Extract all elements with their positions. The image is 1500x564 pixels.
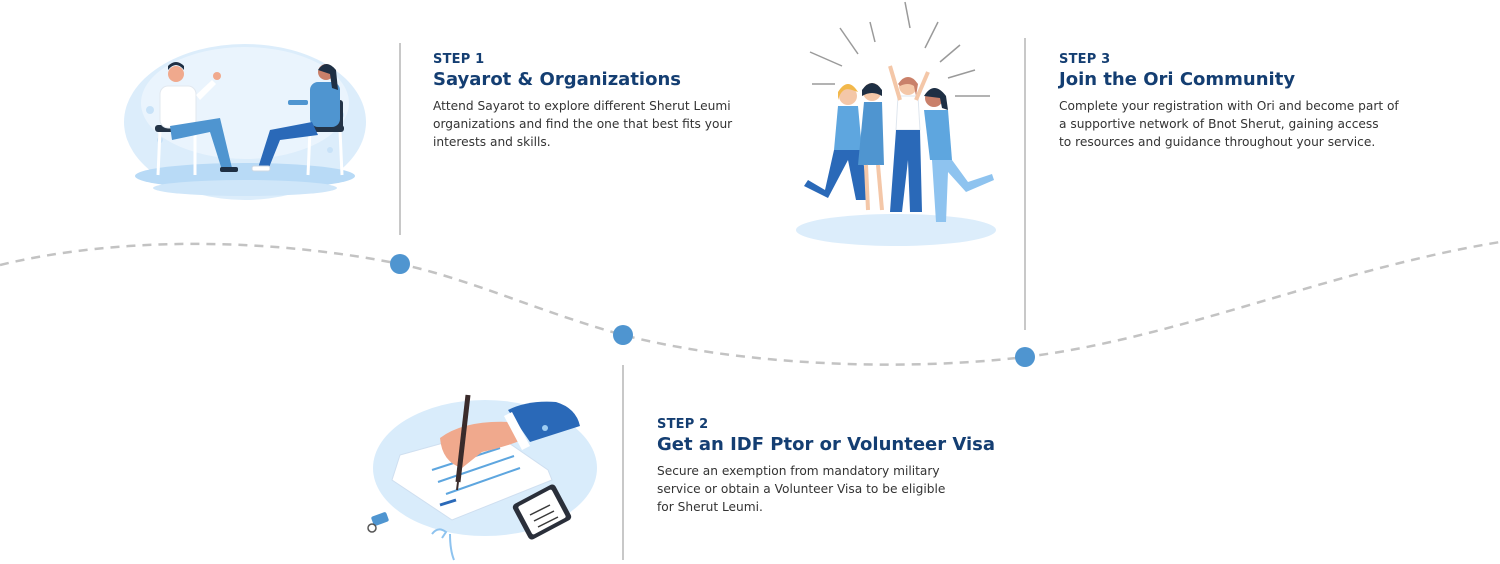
step-3-title: Join the Ori Community	[1059, 69, 1296, 90]
step-2-milestone-dot	[613, 325, 633, 345]
step-1-milestone-dot	[390, 254, 410, 274]
step-2-block: STEP 2 Get an IDF Ptor or Volunteer Visa…	[657, 417, 997, 516]
step-1-description: Attend Sayarot to explore different Sher…	[433, 99, 733, 149]
step-3-milestone-dot	[1015, 347, 1035, 367]
step-2-title: Get an IDF Ptor or Volunteer Visa	[657, 434, 996, 455]
step-2-divider	[622, 365, 624, 560]
step-3-label: STEP 3	[1059, 52, 1111, 67]
step-3-divider	[1024, 38, 1026, 330]
step-1-label: STEP 1	[433, 52, 485, 67]
step-1-block: STEP 1 Sayarot & Organizations Attend Sa…	[433, 52, 763, 151]
step-2-description: Secure an exemption from mandatory milit…	[657, 464, 946, 514]
step-2-label: STEP 2	[657, 417, 709, 432]
step-3-block: STEP 3 Join the Ori Community Complete y…	[1059, 52, 1419, 151]
step-3-description: Complete your registration with Ori and …	[1059, 99, 1399, 149]
step-1-title: Sayarot & Organizations	[433, 69, 682, 90]
step-1-divider	[399, 43, 401, 235]
